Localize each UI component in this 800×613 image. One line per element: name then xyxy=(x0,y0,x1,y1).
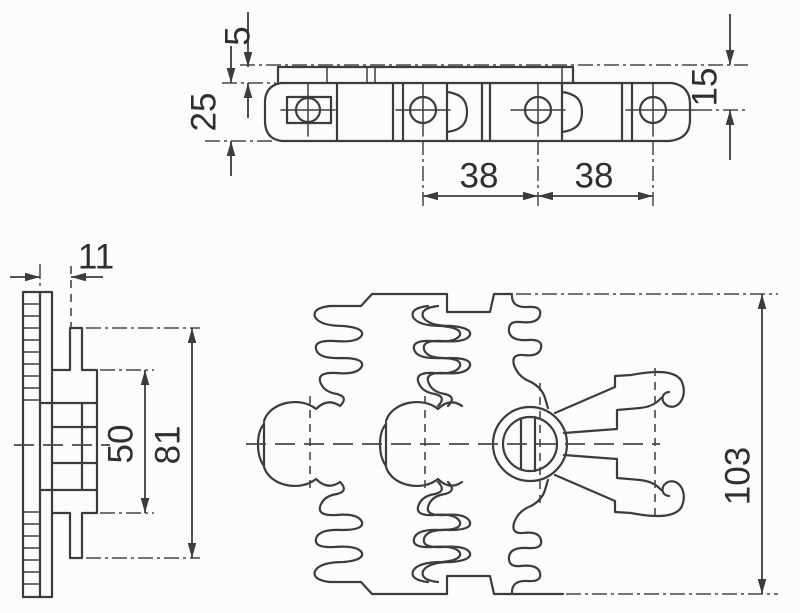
dim-pitch-38: 38 38 xyxy=(423,156,653,201)
side-view: 11 50 81 xyxy=(10,237,200,599)
dim-label-38b: 38 xyxy=(575,156,614,195)
chain-bar-outline xyxy=(263,81,692,143)
front-view-centerlines xyxy=(246,293,778,595)
clevis-end-2 xyxy=(560,81,584,143)
dim-top-to-pin-15: 15 xyxy=(685,14,735,160)
dim-label-15: 15 xyxy=(685,68,724,107)
plate-joint-lines xyxy=(335,81,634,143)
cover-strip-joints xyxy=(326,66,563,84)
dim-hub-height-50: 50 xyxy=(100,369,154,514)
dim-label-81: 81 xyxy=(148,426,187,465)
pin-hole-crosshairs xyxy=(280,83,698,137)
teeth-ticks xyxy=(22,303,41,585)
dim-label-5: 5 xyxy=(218,26,257,45)
front-view: 103 xyxy=(246,292,778,596)
clevis-end-1 xyxy=(445,81,469,143)
dim-label-50: 50 xyxy=(101,425,140,464)
dim-overall-height-103: 103 xyxy=(718,294,767,594)
dim-label-103: 103 xyxy=(718,447,757,505)
dim-plate-height-81: 81 xyxy=(86,327,200,559)
gripper-top-edge xyxy=(328,292,565,596)
dim-label-25: 25 xyxy=(184,93,223,132)
top-cover-strip xyxy=(276,65,575,85)
dim-cover-height-5: 5 xyxy=(218,12,257,118)
link-profile xyxy=(50,326,99,560)
top-view: 5 25 15 38 38 xyxy=(184,12,748,206)
dim-top-width-11: 11 xyxy=(10,237,114,328)
dim-plate-height-25: 25 xyxy=(184,46,236,176)
hub-section xyxy=(38,401,99,492)
dim-label-38a: 38 xyxy=(460,156,499,195)
top-view-centerlines xyxy=(205,64,748,206)
dim-label-11: 11 xyxy=(78,237,114,276)
